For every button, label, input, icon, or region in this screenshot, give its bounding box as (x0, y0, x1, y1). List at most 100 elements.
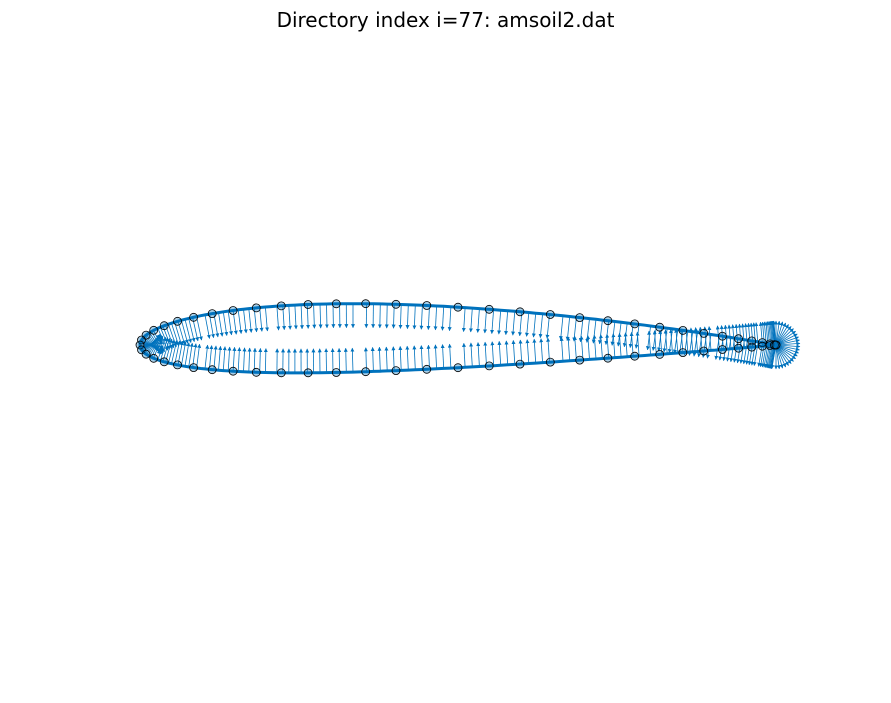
panel-point-marker (699, 346, 709, 356)
normal-vectors (140, 303, 801, 373)
normal-arrow (384, 346, 389, 371)
panel-point-marker (391, 299, 401, 309)
normal-arrow (398, 346, 403, 371)
normal-arrow (227, 311, 233, 336)
normal-arrow (377, 346, 382, 372)
normal-arrow (159, 337, 169, 361)
normal-arrow (531, 313, 537, 338)
normal-arrow (405, 304, 410, 330)
normal-arrow (538, 313, 543, 339)
normal-arrow (237, 347, 242, 372)
normal-arrow (566, 336, 571, 361)
panel-point-marker (159, 321, 169, 331)
normal-arrow (218, 312, 224, 337)
panel-point-marker (207, 365, 217, 375)
panel-point-marker (678, 348, 688, 358)
normal-arrow (204, 344, 210, 369)
normal-arrow (370, 347, 375, 372)
normal-arrow (181, 341, 187, 366)
normal-arrow (188, 342, 194, 367)
normal-arrow (592, 334, 597, 360)
panel-point-marker (699, 328, 709, 338)
normal-arrow (184, 342, 191, 367)
normal-arrow (490, 341, 495, 366)
panel-point-marker (515, 359, 525, 369)
figure-title: Directory index i=77: amsoil2.dat (276, 8, 615, 32)
panel-point-marker (361, 299, 371, 309)
normal-arrow (276, 306, 281, 331)
panel-point-marker (141, 349, 151, 359)
normal-arrow (483, 309, 488, 334)
normal-arrow (312, 304, 317, 329)
panel-point-marker (453, 302, 463, 312)
normal-arrow (171, 339, 178, 364)
panel-point-marker (484, 361, 494, 371)
panel-point-marker (391, 366, 401, 376)
normal-arrow (204, 314, 211, 339)
normal-arrow (248, 308, 253, 333)
normal-arrow (253, 308, 259, 333)
normal-arrow (237, 309, 243, 334)
panel-point-marker (757, 341, 767, 351)
normal-arrow (652, 330, 657, 355)
normal-arrow (532, 338, 537, 364)
normal-arrow (490, 309, 495, 334)
panel-point-marker (734, 334, 743, 344)
normal-arrow (196, 316, 203, 341)
airfoil-contour (138, 302, 777, 375)
normal-arrow (337, 348, 342, 373)
normal-arrow (426, 305, 431, 330)
normal-arrow (391, 304, 396, 329)
normal-arrow (683, 331, 689, 356)
normal-arrow (184, 319, 192, 343)
normal-arrow (524, 312, 530, 337)
normal-arrow (263, 348, 268, 373)
normal-arrow (591, 319, 597, 344)
normal-arrow (511, 340, 516, 365)
normal-arrow (707, 326, 712, 351)
panel-point-marker (734, 343, 743, 353)
normal-arrow (157, 336, 167, 361)
normal-arrow (433, 344, 438, 369)
normal-arrow (259, 307, 264, 332)
normal-arrow (377, 303, 382, 329)
panel-point-marker (361, 367, 371, 377)
panel-point-marker (771, 340, 781, 350)
panel-point-marker (655, 349, 665, 359)
panel-point-marker (453, 363, 463, 373)
normal-arrow (475, 308, 480, 333)
normal-arrow (558, 315, 564, 341)
normal-arrow (447, 343, 452, 369)
normal-arrow (702, 326, 707, 351)
panel-point-marker (135, 340, 145, 350)
panel-point-marker (422, 364, 432, 374)
normal-arrow (617, 332, 622, 358)
panel-point-marker (575, 355, 585, 365)
normal-arrow (398, 304, 403, 329)
normal-arrow (511, 311, 516, 336)
normal-arrow (701, 333, 707, 358)
panel-point-marker (603, 353, 613, 363)
normal-arrow (218, 345, 223, 371)
panel-point-marker (331, 299, 341, 309)
normal-arrow (419, 345, 424, 370)
normal-arrow (565, 316, 571, 341)
panel-point-marker (718, 331, 727, 341)
panel-point-marker (189, 363, 199, 373)
panel-point-marker (251, 367, 261, 377)
normal-arrow (412, 304, 417, 330)
normal-arrow (181, 320, 189, 344)
normal-arrow (559, 336, 564, 362)
panel-point-marker (545, 310, 555, 319)
panel-point-marker (630, 319, 640, 329)
panel-point-marker (603, 316, 613, 326)
normal-arrow (343, 347, 348, 373)
panel-point-marker (149, 353, 159, 363)
normal-arrow (405, 345, 410, 371)
normal-arrow (468, 308, 473, 333)
normal-arrow (196, 343, 202, 369)
normal-arrow (433, 305, 438, 331)
normal-arrow (258, 348, 263, 373)
normal-arrow (318, 304, 323, 329)
normal-arrow (674, 328, 679, 354)
